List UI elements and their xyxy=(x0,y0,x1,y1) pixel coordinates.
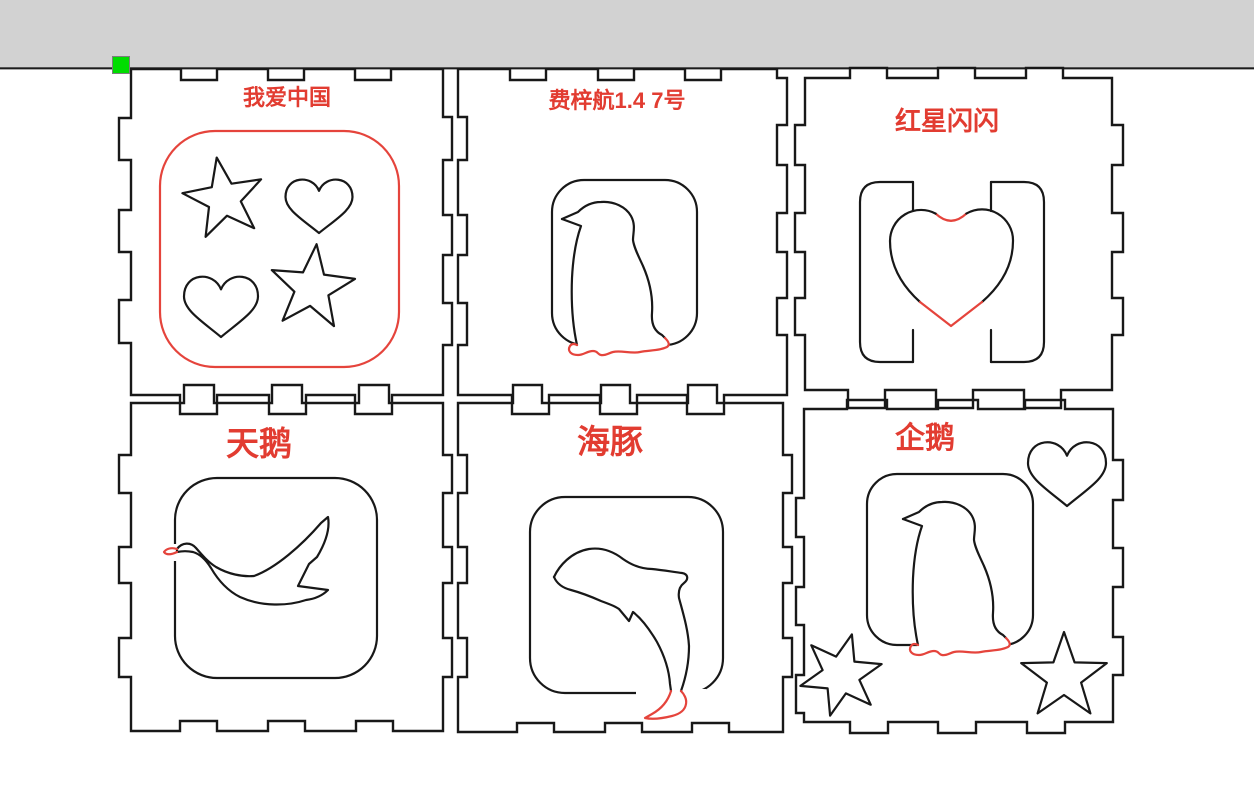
panel-fill xyxy=(458,385,792,732)
panel-6-title[interactable]: 企鹅 xyxy=(895,421,955,455)
panel-5-title[interactable]: 海豚 xyxy=(577,423,643,460)
panel-outline-3[interactable] xyxy=(793,66,1125,410)
panel-4-content: 天鹅 xyxy=(162,425,379,680)
panel-4-title[interactable]: 天鹅 xyxy=(226,425,292,462)
panel-fill xyxy=(796,400,1123,733)
star-shape[interactable] xyxy=(270,243,357,328)
toolbar-area xyxy=(0,0,1254,67)
panel-fill xyxy=(795,68,1123,408)
panel-plates xyxy=(117,66,1125,735)
swan-shape[interactable] xyxy=(162,515,330,606)
panel-2-content: 费梓航1.4 7号 xyxy=(549,88,699,357)
heart-shape[interactable] xyxy=(888,208,1015,328)
panel-3-content: 红星闪闪 xyxy=(858,106,1046,364)
heart-shape[interactable] xyxy=(1026,441,1108,508)
dolphin-shape[interactable] xyxy=(552,547,691,720)
panel-6-content: 企鹅 xyxy=(799,421,1108,717)
heart-shape[interactable] xyxy=(284,178,354,235)
panel-outline-4[interactable] xyxy=(117,383,454,733)
panel-outline-2[interactable] xyxy=(456,67,789,416)
panel-outline-5[interactable] xyxy=(456,383,794,734)
panel-2-title[interactable]: 费梓航1.4 7号 xyxy=(549,88,686,113)
six-point-star-shape[interactable] xyxy=(799,633,883,717)
panel-1-title[interactable]: 我爱中国 xyxy=(243,85,331,110)
panel-outline-1[interactable] xyxy=(117,67,454,416)
rounded-square-shape[interactable] xyxy=(528,495,725,695)
panel-1-content: 我爱中国 xyxy=(158,85,401,369)
star-shape[interactable] xyxy=(181,156,263,238)
rounded-square-shape[interactable] xyxy=(158,129,401,369)
panel-5-content: 海豚 xyxy=(528,423,725,720)
bracket-right-shape[interactable] xyxy=(989,180,1046,364)
star-shape[interactable] xyxy=(1020,630,1108,715)
panel-3-title[interactable]: 红星闪闪 xyxy=(895,106,999,136)
outline-gap xyxy=(576,341,668,349)
selection-handle[interactable] xyxy=(112,56,130,74)
rounded-square-shape[interactable] xyxy=(173,476,379,680)
bracket-left-shape[interactable] xyxy=(858,180,915,364)
panel-fill xyxy=(458,69,787,414)
heart-shape[interactable] xyxy=(182,275,260,339)
outline-gap xyxy=(917,641,1009,649)
panel-outline-6[interactable] xyxy=(794,398,1125,735)
panel-fill xyxy=(119,69,452,414)
